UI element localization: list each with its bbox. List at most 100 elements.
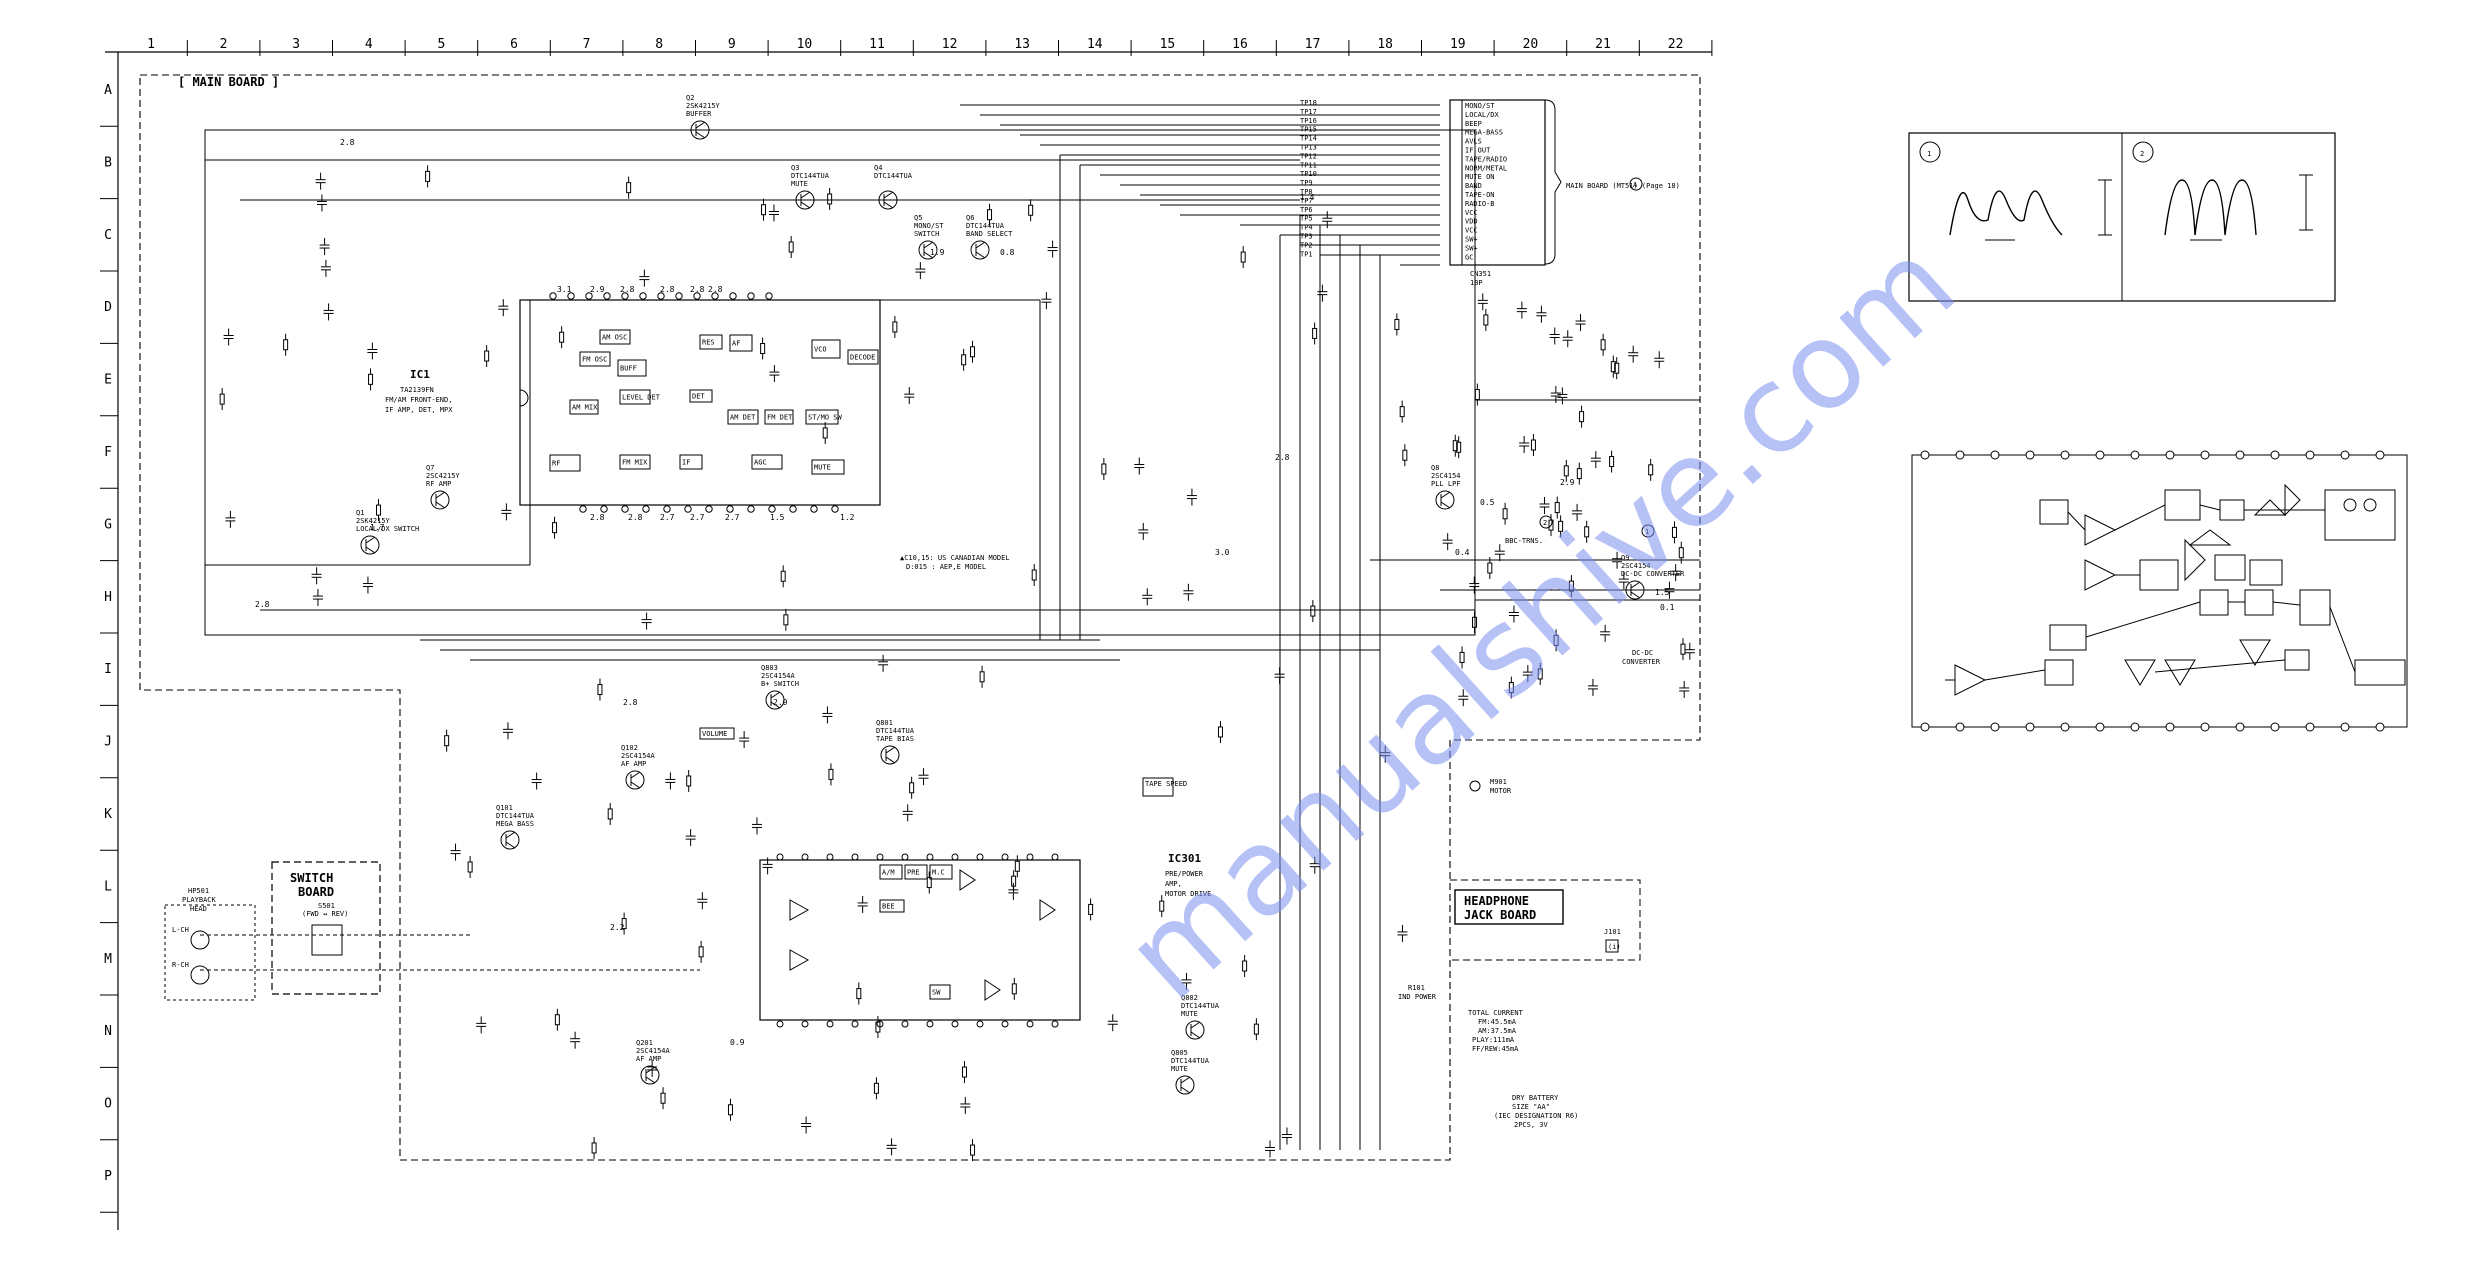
ic1-subblock-label: MUTE [814,464,831,472]
ic301-pin [901,1020,909,1028]
transistor-ref: Q801 [876,719,893,727]
ic301-desc2: AMP, [1165,880,1182,888]
ic301-subblock [929,864,953,880]
transistor-ref: Q9 [1621,554,1629,562]
transistor-body [970,240,990,260]
ic1-name: IC1 [410,368,430,381]
block-diagram-pin [1955,450,1965,460]
connector-signal: TAPE/RADIO [1465,155,1507,163]
transistor-func: AF AMP [636,1055,661,1063]
connector-tp-label: TP16 [1300,117,1317,125]
ic1-pin [765,292,773,300]
resistor-symbol [856,988,862,1000]
resistor-symbol [822,427,828,439]
connector-tp-label: TP9 [1300,179,1313,187]
ic301-pin [776,853,784,861]
transistor-ref: Q5 [914,214,922,222]
transistor-func: AF AMP [621,760,646,768]
connector-signal: MEGA-BASS [1465,129,1503,137]
row-letter: O [104,1097,112,1112]
connector-signal: RADIO-B [1465,200,1495,208]
main-board-outline [139,74,1701,1161]
ic1-subblock-label: IF [682,459,690,467]
voltage-label: 2.7 [725,513,740,522]
block-diagram-pin [2270,450,2280,460]
connector-tp-label: TP7 [1300,197,1313,205]
block-diagram-pin [2165,450,2175,460]
resistor-symbol [425,170,431,182]
row-letter: C [104,228,112,243]
grid-ruler [105,51,1712,1230]
connector-signal: NORM/METAL [1465,164,1507,172]
connector-tp-label: TP8 [1300,188,1313,196]
voltage-label: 2.8 [590,513,605,522]
head-desc1: PLAYBACK [182,896,217,904]
transistor-collector [975,241,986,249]
voltage-label: 0.9 [730,1038,745,1047]
block-diagram-pin [2130,722,2140,732]
ic1-pin [684,505,692,513]
transistor-ref: Q102 [621,744,638,752]
transistor-part: DTC144TUA [791,172,830,180]
ic1-pin [549,292,557,300]
ic301-pin [1051,853,1059,861]
ic1-pin [579,505,587,513]
transistor-emitter [1190,1031,1201,1039]
ic301-subblock-label: M.C [932,869,945,877]
column-number: 3 [292,37,300,52]
ic1-subblock [811,459,845,475]
voltage-label: 1.4 [1300,193,1315,202]
transistor-body [918,240,938,260]
block-diagram-pin [2200,722,2210,732]
switch-ref: S501 [318,902,335,910]
ic301-pin [976,1020,984,1028]
ic-block-diagram [1911,450,2408,732]
ic1-subblock-label: AM OSC [602,334,627,342]
resistor-symbol [1014,860,1020,872]
connector-signal: SW+ [1465,236,1478,244]
connector-signal: TAPE-ON [1465,191,1495,199]
column-number: 5 [437,37,445,52]
transistor-emitter [435,501,446,509]
block-diagram-pin [2165,722,2175,732]
ic1-pin [729,292,737,300]
ic301-pin [776,1020,784,1028]
resistor-symbol [1680,643,1686,655]
switch-board-line2: BOARD [298,885,334,899]
resistor-symbol [1399,406,1405,418]
voltage-label: 2.8 [690,285,705,294]
row-letter: L [104,879,112,894]
ic1-subblock [619,389,651,405]
transistor-emitter [630,781,641,789]
transistor-body [880,745,900,765]
ic1-subblock-label: AGC [754,459,767,467]
ic301-pin [926,853,934,861]
ic1-pin [747,505,755,513]
jack-ref: J101 [1604,928,1621,936]
transistor-body [1625,580,1645,600]
transistor-collector [695,121,706,129]
transistor-func: LOCAL/DX SWITCH [356,525,419,533]
ic1-desc1: FM/AM FRONT-END, [385,396,452,404]
transistor-collector [883,191,894,199]
resistor-symbol [626,182,632,194]
current-am: AM:37.5mA [1478,1027,1517,1035]
ic301-name: IC301 [1168,852,1201,865]
headphone-line1: HEADPHONE [1464,894,1529,908]
resistor-symbol [484,350,490,362]
transistor-body [1175,1075,1195,1095]
ic1-pin [639,292,647,300]
resistor-symbol [873,1082,879,1094]
resistor-symbol [1530,439,1536,451]
main-board-label: [ MAIN BOARD ] [178,75,279,89]
head-desc2: HEAD [190,905,207,913]
waveform-panel: 1 2 [1908,132,2336,302]
ic1-subblock-label: AM DET [730,414,756,422]
